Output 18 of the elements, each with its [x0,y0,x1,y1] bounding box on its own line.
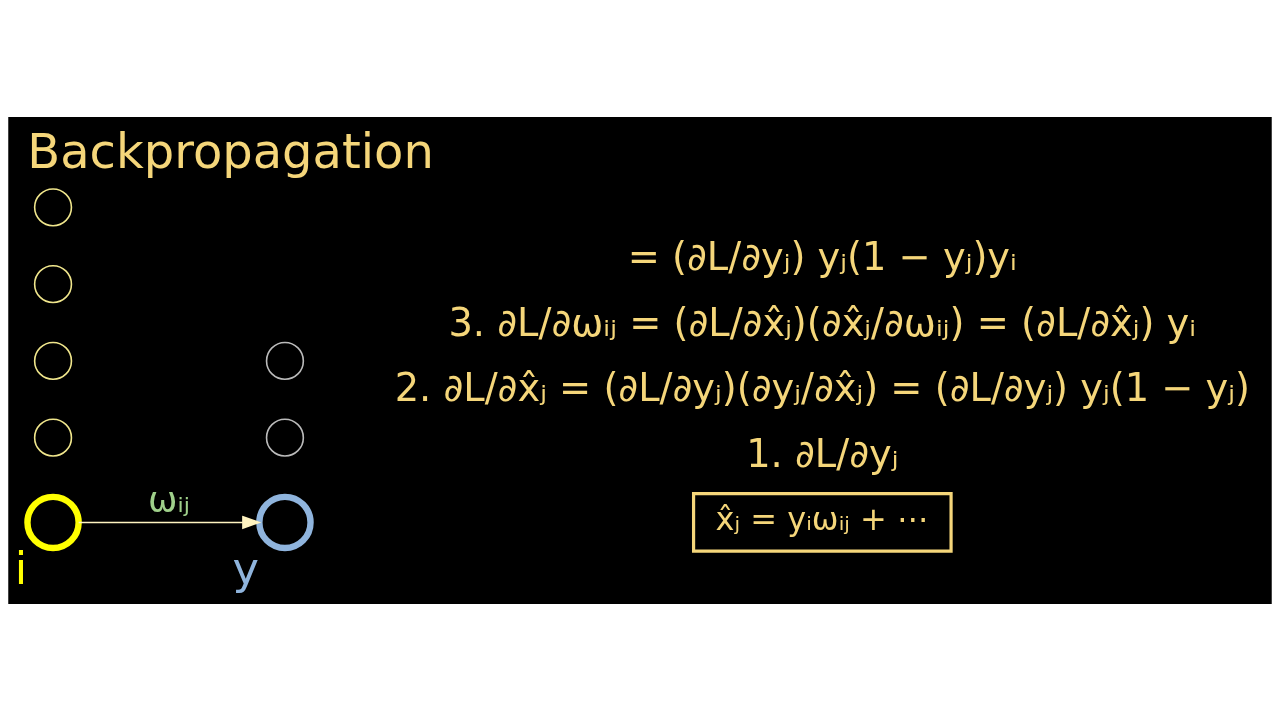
node-circle [33,417,73,457]
label: 2. ∂L/∂x̂ⱼ = (∂L/∂yⱼ)(∂yⱼ/∂x̂ⱼ) = (∂L/∂yⱼ) yⱼ(1 − yⱼ) [394,364,1251,410]
node-circle [265,417,305,457]
label: = (∂L/∂yⱼ) yⱼ(1 − yⱼ)yᵢ [627,233,1017,279]
node-circle [33,187,73,227]
node-circle [265,341,305,380]
node-circle [256,493,314,551]
diagram-title: Backpropagation [27,122,434,179]
arrow [77,515,262,529]
node-label: i [14,541,28,595]
node-circle [24,493,82,551]
node-circle [33,341,73,380]
node-circle [33,264,73,303]
node-box: x̂ⱼ = yᵢωᵢⱼ + ⋯ [692,491,953,553]
edge-label: ωᵢⱼ [148,478,190,520]
node-label: y [232,541,260,595]
label: 3. ∂L/∂ωᵢⱼ = (∂L/∂x̂ⱼ)(∂x̂ⱼ/∂ωᵢⱼ) = (∂L/∂x̂ⱼ) yᵢ [448,299,1197,345]
label: 1. ∂L/∂yⱼ [746,430,899,476]
